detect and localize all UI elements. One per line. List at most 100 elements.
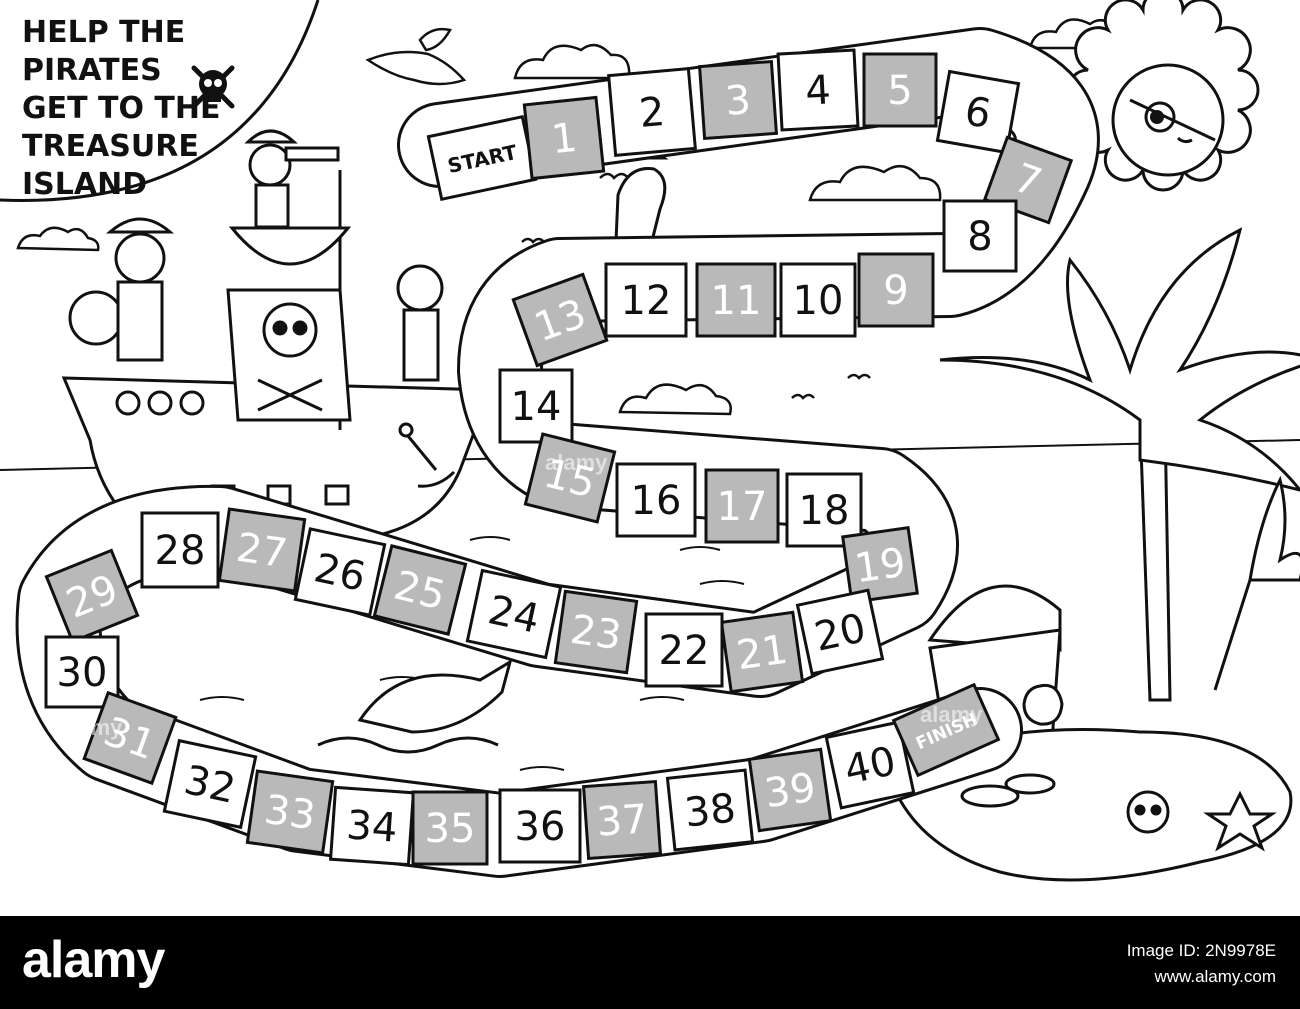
finish-square[interactable]: FINISH xyxy=(891,682,1001,778)
square-number-4: 4 xyxy=(804,67,832,114)
square-number-33: 33 xyxy=(261,787,318,840)
square-number-27: 27 xyxy=(233,525,290,578)
board-square-9[interactable]: 9 xyxy=(857,252,935,328)
footer-logo[interactable]: alamy xyxy=(22,931,165,989)
square-number-38: 38 xyxy=(682,785,737,836)
title-line-4: ISLAND xyxy=(22,167,148,202)
board-square-5[interactable]: 5 xyxy=(862,52,938,128)
square-number-8: 8 xyxy=(967,214,992,260)
start-square[interactable]: START xyxy=(426,114,538,202)
board-square-17[interactable]: 17 xyxy=(704,468,780,544)
board-square-2[interactable]: 2 xyxy=(607,67,697,157)
square-number-1: 1 xyxy=(549,115,579,163)
square-number-39: 39 xyxy=(762,765,819,818)
square-number-9: 9 xyxy=(883,268,908,314)
seagulls xyxy=(521,172,871,400)
board-square-34[interactable]: 34 xyxy=(328,785,416,867)
board-square-23[interactable]: 23 xyxy=(553,589,639,675)
watermark-text-1: alamy xyxy=(545,450,608,475)
square-number-5: 5 xyxy=(887,68,912,114)
square-number-32: 32 xyxy=(180,757,239,813)
square-number-37: 37 xyxy=(595,796,649,845)
board-square-16[interactable]: 16 xyxy=(615,462,697,538)
board-square-38[interactable]: 38 xyxy=(665,768,755,852)
board-square-6[interactable]: 6 xyxy=(935,69,1021,155)
board-square-22[interactable]: 22 xyxy=(644,612,724,688)
footer-site[interactable]: www.alamy.com xyxy=(1154,967,1276,986)
game-title: HELP THE PIRATES GET TO THE TREASURE ISL… xyxy=(22,14,292,204)
square-number-21: 21 xyxy=(734,627,791,680)
pirate-boy xyxy=(396,264,444,382)
square-number-28: 28 xyxy=(155,528,206,574)
board-square-33[interactable]: 33 xyxy=(245,769,335,855)
shark xyxy=(317,658,513,754)
board-square-35[interactable]: 35 xyxy=(411,790,489,866)
square-number-19: 19 xyxy=(852,540,909,593)
square-number-17: 17 xyxy=(717,484,768,530)
title-corner-frame xyxy=(0,0,320,202)
footer-image-id: Image ID: 2N9978E xyxy=(1126,941,1276,960)
pirate-captain xyxy=(68,217,175,362)
square-number-12: 12 xyxy=(621,278,672,324)
board-square-31[interactable]: 31 xyxy=(82,690,178,786)
square-number-20: 20 xyxy=(811,605,870,661)
square-number-35: 35 xyxy=(425,806,476,852)
board-square-18[interactable]: 18 xyxy=(785,472,863,548)
footer-band xyxy=(0,916,1300,1009)
board-square-11[interactable]: 11 xyxy=(695,262,777,338)
square-number-34: 34 xyxy=(345,802,399,851)
square-number-26: 26 xyxy=(310,545,369,601)
sun-illustration xyxy=(1066,0,1260,192)
square-number-40: 40 xyxy=(841,738,900,794)
title-line-3: TREASURE xyxy=(22,129,199,164)
square-number-2: 2 xyxy=(637,89,666,137)
square-number-10: 10 xyxy=(793,278,844,324)
skull-crossbones-icon xyxy=(191,65,235,109)
title-line-1: HELP THE PIRATES xyxy=(22,15,186,88)
board-square-13[interactable]: 13 xyxy=(511,272,609,368)
board-square-26[interactable]: 26 xyxy=(293,527,387,617)
board-square-12[interactable]: 12 xyxy=(604,262,688,338)
square-number-11: 11 xyxy=(711,278,762,324)
board-square-29[interactable]: 29 xyxy=(44,548,140,644)
board-square-25[interactable]: 25 xyxy=(372,544,468,636)
board-square-8[interactable]: 8 xyxy=(942,199,1018,273)
board-square-3[interactable]: 3 xyxy=(697,59,779,141)
flying-parrot xyxy=(365,27,467,86)
square-number-18: 18 xyxy=(799,488,850,534)
square-number-36: 36 xyxy=(515,804,566,850)
board-square-1[interactable]: 1 xyxy=(522,95,606,181)
skull-crossbones-flag xyxy=(257,302,323,412)
board-square-14[interactable]: 14 xyxy=(498,368,574,444)
palm-trees xyxy=(939,227,1300,702)
board-square-15[interactable]: 15 xyxy=(523,432,617,524)
square-number-24: 24 xyxy=(484,587,543,643)
board-square-39[interactable]: 39 xyxy=(747,747,833,833)
footer-meta: Image ID: 2N9978E www.alamy.com xyxy=(1127,938,1276,990)
board-square-36[interactable]: 36 xyxy=(498,788,582,864)
square-number-16: 16 xyxy=(631,478,682,524)
square-number-14: 14 xyxy=(511,384,562,430)
alamy-watermarks: alamy alamy alamy xyxy=(60,450,983,740)
watermark-text-2: alamy xyxy=(60,715,123,740)
pirate-girl-with-telescope xyxy=(244,129,340,229)
square-number-30: 30 xyxy=(57,650,108,696)
anchor xyxy=(398,422,456,488)
board-square-24[interactable]: 24 xyxy=(465,568,563,660)
board-square-32[interactable]: 32 xyxy=(162,738,258,830)
board-square-19[interactable]: 19 xyxy=(841,526,919,604)
board-square-10[interactable]: 10 xyxy=(779,262,857,338)
board-square-20[interactable]: 20 xyxy=(795,588,885,676)
board-square-21[interactable]: 21 xyxy=(719,610,805,694)
board-square-40[interactable]: 40 xyxy=(824,720,916,810)
square-number-23: 23 xyxy=(567,607,624,660)
square-number-22: 22 xyxy=(659,628,710,674)
board-square-37[interactable]: 37 xyxy=(581,779,663,861)
board-square-28[interactable]: 28 xyxy=(140,511,220,589)
watermark-text-3: alamy xyxy=(920,702,983,727)
square-number-3: 3 xyxy=(724,77,753,125)
board-square-27[interactable]: 27 xyxy=(217,507,307,593)
board-square-4[interactable]: 4 xyxy=(776,48,860,132)
